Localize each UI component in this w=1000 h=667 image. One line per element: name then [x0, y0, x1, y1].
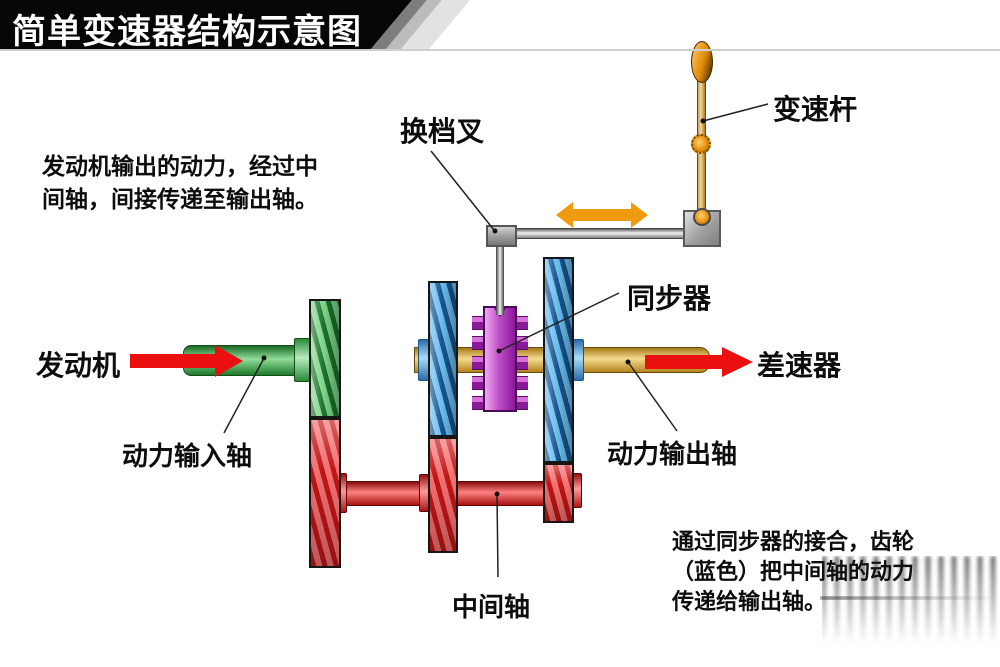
- engine-input-arrow-icon: [130, 345, 243, 377]
- shift-linkage-rod: [505, 228, 685, 239]
- lever-motion-double-arrow-icon: [556, 202, 648, 228]
- output-shaft-label: 动力输出轴: [607, 439, 738, 469]
- shift-fork-leader-dot: [492, 228, 498, 234]
- title-banner: [0, 0, 412, 49]
- gear-lever-ball-joint: [691, 134, 711, 154]
- synchronizer-leader-line: [498, 292, 620, 352]
- counter-shaft-label: 中间轴: [452, 592, 531, 622]
- synchronizer-label: 同步器: [627, 283, 712, 314]
- synchronizer-leader-dot: [496, 348, 502, 354]
- engine-label: 发动机: [36, 350, 121, 381]
- differential-output-arrow-icon: [645, 347, 753, 377]
- counter-gear-small-red: [543, 463, 574, 523]
- output-gear2-blue: [543, 257, 574, 463]
- watermark-smear-line: [820, 596, 998, 600]
- gear-lever-pivot: [693, 208, 711, 226]
- note-line-1: 通过同步器的接合，齿轮: [672, 529, 915, 554]
- output-shaft-leader-dot: [625, 359, 631, 365]
- input-shaft-label: 动力输入轴: [122, 441, 253, 471]
- synchronizer-teeth-left: [472, 316, 484, 412]
- intro-text: 发动机输出的动力，经过中 间轴，间接传递至输出轴。: [42, 150, 318, 216]
- watermark-smear: [822, 556, 998, 656]
- gear-lever-leader-line: [702, 103, 769, 122]
- note-line-3: 传递给输出轴。: [672, 589, 827, 614]
- page-title: 简单变速器结构示意图: [12, 13, 362, 51]
- gear-lever-label: 变速杆: [773, 94, 858, 125]
- counter-gear-large-red: [309, 418, 341, 568]
- gear-lever-knob: [691, 41, 713, 83]
- intro-line-2: 间轴，间接传递至输出轴。: [42, 186, 318, 212]
- input-shaft-leader-dot: [261, 355, 267, 361]
- output-gear1-blue: [428, 281, 458, 437]
- input-gear-green: [309, 299, 341, 418]
- differential-label: 差速器: [757, 350, 842, 381]
- intro-line-1: 发动机输出的动力，经过中: [42, 153, 318, 179]
- shift-fork-leader-line: [430, 150, 495, 231]
- synchronizer-body: [483, 306, 517, 412]
- synchronizer-teeth-right: [516, 316, 528, 412]
- banner-underline: [0, 49, 1000, 51]
- counter-shaft-leader-line: [496, 493, 499, 578]
- shift-fork-rod: [496, 247, 504, 315]
- gear-lever-leader-dot: [700, 118, 706, 124]
- shift-fork-label: 换档叉: [400, 116, 485, 147]
- output-shaft-leader-line: [627, 361, 678, 432]
- counter-gear-mid-red: [428, 437, 458, 553]
- input-shaft-leader-line: [223, 357, 265, 434]
- counter-shaft-leader-dot: [494, 491, 500, 497]
